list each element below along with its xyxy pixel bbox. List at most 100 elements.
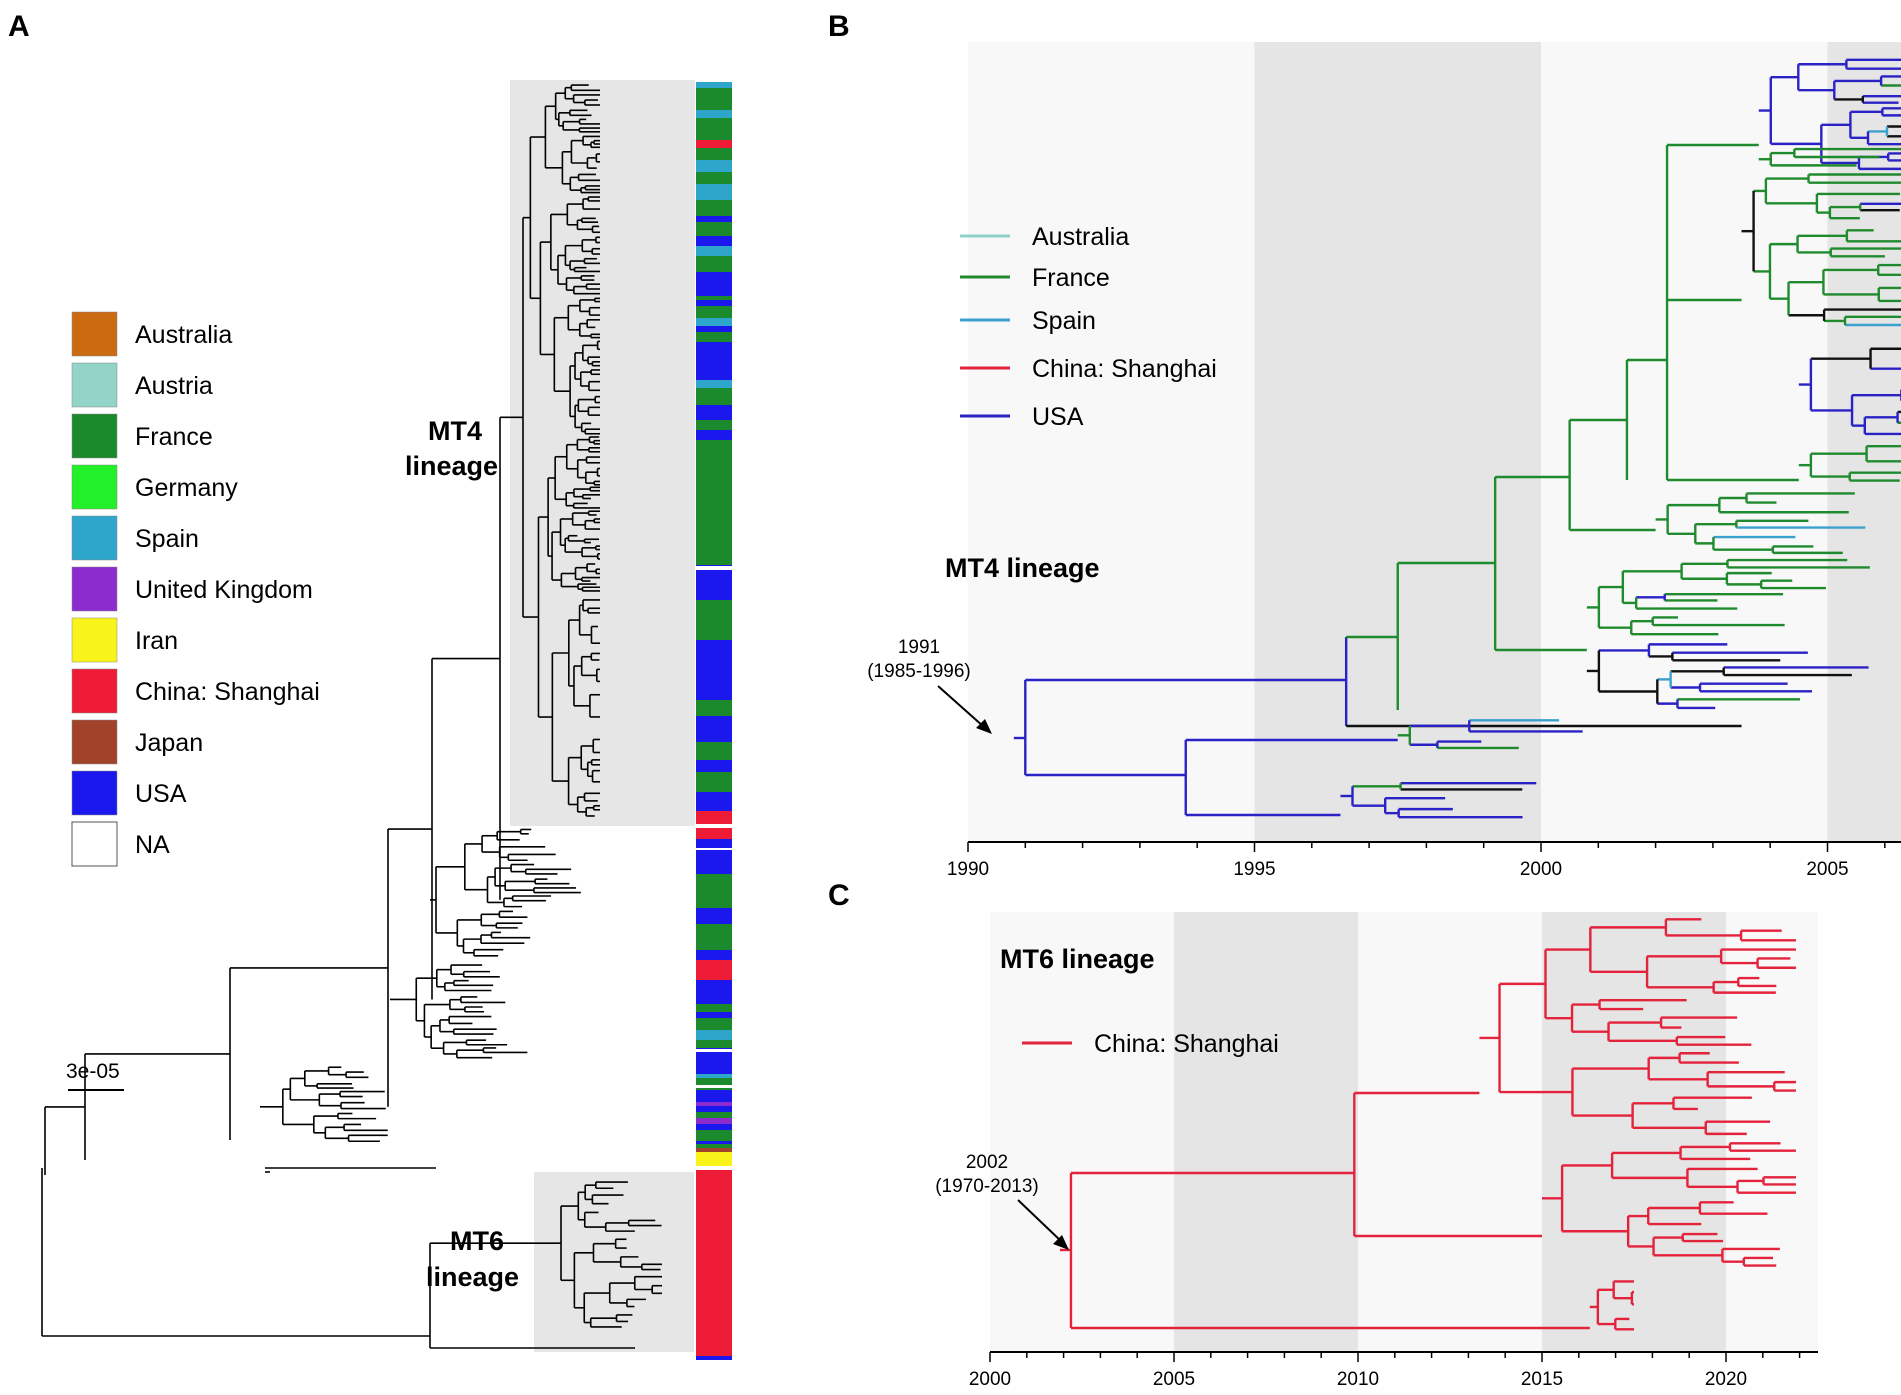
strip-segment bbox=[696, 742, 732, 760]
legend-item-spain: Spain bbox=[960, 307, 1096, 335]
strip-segment bbox=[696, 1148, 732, 1152]
legend-swatch bbox=[71, 464, 118, 510]
legend-item-china-shanghai: China: Shanghai bbox=[71, 668, 320, 714]
strip-gap bbox=[696, 848, 732, 850]
strip-segment bbox=[696, 960, 732, 980]
panel-b-label: B bbox=[828, 10, 850, 43]
mt6-lineage-title: MT6 lineage bbox=[1000, 944, 1155, 974]
strip-segment bbox=[696, 1078, 732, 1090]
legend-label: China: Shanghai bbox=[1032, 355, 1217, 383]
legend-item-na: NA bbox=[71, 821, 170, 867]
arrow-head bbox=[976, 719, 992, 734]
arrow-shaft bbox=[1017, 1199, 1063, 1243]
scale-bar-label: 3e-05 bbox=[66, 1060, 120, 1083]
year-band bbox=[1174, 912, 1358, 1352]
strip-segment bbox=[696, 1112, 732, 1118]
strip-gap bbox=[696, 1049, 732, 1052]
strip-segment bbox=[696, 760, 732, 772]
strip-segment bbox=[696, 849, 732, 852]
tick-label: 2005 bbox=[1153, 1369, 1195, 1390]
strip-segment bbox=[696, 1092, 732, 1095]
legend-item-spain: Spain bbox=[71, 515, 199, 561]
mt6-timetree bbox=[1059, 918, 1796, 1331]
panel-c: C MT6 lineage China: Shanghai 2002 (1970… bbox=[828, 879, 1818, 1390]
mt4-lineage-label-line2: lineage bbox=[405, 451, 498, 481]
strip-gap bbox=[696, 566, 732, 570]
strip-segment bbox=[696, 222, 732, 236]
strip-segment bbox=[696, 405, 732, 420]
legend-item-japan: Japan bbox=[71, 719, 203, 765]
strip-segment bbox=[696, 200, 732, 216]
strip-segment bbox=[696, 246, 732, 256]
legend-swatch bbox=[71, 413, 118, 459]
country-color-strip bbox=[696, 82, 732, 1360]
strip-segment bbox=[696, 1004, 732, 1012]
legend-label: Austria bbox=[135, 372, 213, 400]
strip-segment bbox=[696, 140, 732, 148]
strip-gap bbox=[696, 1085, 732, 1088]
legend-swatch bbox=[71, 719, 118, 765]
tick-label: 2005 bbox=[1806, 859, 1848, 880]
legend-item-united-kingdom: United Kingdom bbox=[71, 566, 313, 612]
strip-segment bbox=[696, 420, 732, 430]
strip-segment bbox=[696, 908, 732, 924]
strip-segment bbox=[696, 1118, 732, 1124]
strip-segment bbox=[696, 924, 732, 950]
strip-segment bbox=[696, 980, 732, 1004]
legend-label: France bbox=[1032, 264, 1110, 292]
legend-item-australia: Australia bbox=[960, 223, 1129, 251]
year-band bbox=[1542, 912, 1726, 1352]
strip-segment bbox=[696, 216, 732, 222]
strip-segment bbox=[696, 772, 732, 792]
panel-c-label: C bbox=[828, 879, 850, 912]
mt4-lineage-title: MT4 lineage bbox=[945, 553, 1100, 583]
panel-c-legend: China: Shanghai bbox=[1022, 1030, 1279, 1058]
legend-label: France bbox=[135, 423, 213, 451]
strip-segment bbox=[696, 110, 732, 118]
tick-label: 2000 bbox=[969, 1369, 1011, 1390]
legend-swatch bbox=[71, 770, 118, 816]
strip-segment bbox=[696, 296, 732, 300]
legend-item-iran: Iran bbox=[71, 617, 178, 663]
year-band bbox=[1254, 42, 1541, 842]
tick-label: 2020 bbox=[1705, 1369, 1747, 1390]
legend-swatch bbox=[71, 821, 118, 867]
strip-segment bbox=[696, 700, 732, 716]
strip-segment bbox=[696, 1074, 732, 1078]
country-legend: Australia Austria France Germany Spain U… bbox=[71, 311, 320, 867]
root-arrow bbox=[937, 685, 992, 734]
strip-segment bbox=[696, 462, 732, 470]
strip-segment bbox=[696, 184, 732, 200]
strip-segment bbox=[696, 395, 732, 405]
legend-label: USA bbox=[135, 780, 187, 808]
legend-swatch bbox=[71, 668, 118, 714]
legend-item-usa: USA bbox=[960, 403, 1084, 431]
strip-segment bbox=[696, 864, 732, 874]
strip-segment bbox=[696, 950, 732, 960]
legend-item-france: France bbox=[71, 413, 213, 459]
panel-b: B Australia France Spain China: Shanghai… bbox=[828, 10, 1901, 880]
strip-segment bbox=[696, 470, 732, 520]
strip-segment bbox=[696, 440, 732, 462]
tick-label: 1995 bbox=[1233, 859, 1275, 880]
strip-segment bbox=[696, 306, 732, 318]
strip-segment bbox=[696, 1040, 732, 1048]
strip-segment bbox=[696, 326, 732, 332]
root-arrow bbox=[1017, 1199, 1069, 1250]
strip-segment bbox=[696, 1152, 732, 1158]
strip-gap bbox=[696, 1166, 732, 1170]
panel-b-legend: Australia France Spain China: Shanghai U… bbox=[960, 223, 1217, 431]
legend-swatch bbox=[71, 566, 118, 612]
strip-segment bbox=[696, 342, 732, 380]
strip-segment bbox=[696, 1018, 732, 1030]
legend-item-france: France bbox=[960, 264, 1110, 292]
strip-segment bbox=[696, 1130, 732, 1148]
arrow-head bbox=[1053, 1235, 1069, 1250]
legend-item-australia: Australia bbox=[71, 311, 232, 357]
strip-segment bbox=[696, 1158, 732, 1166]
legend-swatch bbox=[71, 515, 118, 561]
tick-label: 2000 bbox=[1520, 859, 1562, 880]
tick-label: 1990 bbox=[947, 859, 989, 880]
strip-segment bbox=[696, 1141, 732, 1144]
strip-segment bbox=[696, 430, 732, 440]
